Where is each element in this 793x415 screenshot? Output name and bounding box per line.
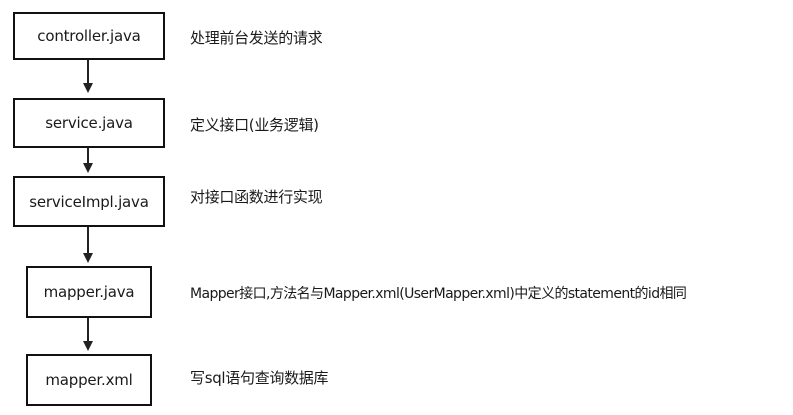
- desc-service: 定义接口(业务逻辑): [190, 116, 319, 134]
- node-controller: controller.java: [13, 12, 165, 60]
- node-label: mapper.xml: [45, 371, 133, 389]
- desc-controller: 处理前台发送的请求: [190, 29, 323, 47]
- node-service: service.java: [13, 98, 165, 148]
- node-mapper-xml: mapper.xml: [26, 354, 152, 406]
- desc-mapper-xml: 写sql语句查询数据库: [190, 369, 329, 387]
- node-label: mapper.java: [43, 283, 135, 301]
- node-label: service.java: [45, 114, 133, 132]
- node-serviceimpl: serviceImpl.java: [13, 176, 165, 227]
- desc-serviceimpl: 对接口函数进行实现: [190, 188, 323, 206]
- node-label: serviceImpl.java: [29, 192, 149, 211]
- node-label: controller.java: [37, 27, 141, 45]
- desc-mapper-java: Mapper接口,方法名与Mapper.xml(UserMapper.xml)中…: [190, 286, 687, 302]
- node-mapper-java: mapper.java: [26, 266, 152, 318]
